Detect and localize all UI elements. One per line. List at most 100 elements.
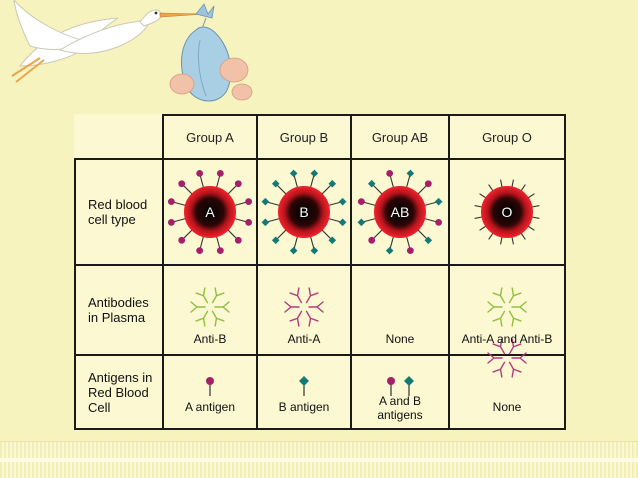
red-cell-body: [374, 186, 426, 238]
antigen-a-icon: [206, 377, 214, 396]
cell-group-o: O: [448, 158, 566, 266]
antigen-b-icon: [261, 218, 270, 227]
header-group-a: Group A: [162, 114, 258, 160]
antigen-b-icon: [338, 218, 347, 227]
corner-cell: [75, 115, 163, 159]
antibody-y: [289, 310, 303, 327]
red-cell-b: B: [261, 169, 347, 255]
antigen-cell-a: A antigen: [162, 354, 258, 430]
stork-icon: [11, 0, 253, 102]
antigen-a-icon: [196, 247, 204, 255]
antigen-a-icon: [196, 169, 204, 177]
red-cell-body: [481, 186, 533, 238]
antibody-caption-o: Anti-A and Anti-B: [461, 332, 553, 346]
red-cell-body: [184, 186, 236, 238]
antibody-icon: [190, 287, 230, 327]
antigen-stalk: [500, 236, 503, 245]
antigen-a-icon: [424, 180, 432, 188]
antigen-a-icon: [167, 218, 175, 226]
antigen-stalk: [488, 232, 494, 240]
antigen-a-icon: [406, 247, 414, 255]
row-label-antigens: Antigens in Red Blood Cell: [74, 354, 164, 430]
antigen-stalk: [479, 225, 487, 231]
antibody-y: [508, 338, 522, 355]
antigen-caption-ab: A and B antigens: [377, 394, 423, 422]
antigen-a-icon: [245, 198, 253, 206]
antigen-a-icon: [178, 236, 186, 244]
antibody-y: [508, 287, 522, 304]
antibody-caption-b: Anti-A: [287, 332, 321, 346]
antigen-cell-b: B antigen: [256, 354, 352, 430]
antigen-stalk: [520, 184, 526, 192]
antibody-icon: [284, 287, 324, 327]
header-group-ab: Group AB: [350, 114, 450, 160]
cell-type-label: B: [299, 204, 308, 220]
antigen-b-icon: [338, 197, 347, 206]
header-row: Group A Group B Group AB Group O: [75, 114, 566, 160]
antigen-b-icon: [310, 169, 319, 178]
antibody-cell-o: Anti-A and Anti-B: [448, 264, 566, 378]
bottom-border-stripe: [0, 458, 638, 462]
antibody-cell-a: Anti-B: [162, 264, 258, 356]
cell-type-label: A: [205, 204, 215, 220]
antigen-stalk: [520, 232, 526, 240]
antibody-y: [195, 310, 209, 327]
antibody-y: [214, 301, 230, 313]
antigen-b-icon: [424, 236, 433, 245]
antibody-icon: [487, 287, 527, 327]
antigen-stalk: [527, 193, 535, 199]
red-cell-body: [278, 186, 330, 238]
antigen-b-icon: [406, 169, 415, 178]
antibody-y: [211, 310, 225, 327]
cell-type-label: AB: [391, 204, 410, 220]
antigen-a-icon: [357, 198, 365, 206]
antibody-y: [492, 338, 506, 355]
cell-group-ab: AB: [350, 158, 450, 266]
antibody-y: [308, 301, 324, 313]
antigen-b-icon: [289, 246, 298, 255]
antigen-stalk: [527, 225, 535, 231]
antigens-row: Antigens in Red Blood Cell A antigen B a…: [74, 354, 566, 430]
antibody-cluster-purple: [258, 284, 350, 335]
antigen-a-icon: [167, 198, 175, 206]
antigen-a-icon: [234, 236, 242, 244]
red-cell-a: A: [167, 169, 253, 255]
antigen-cell-ab: A and B antigens: [350, 354, 450, 430]
antigen-cell-o: None: [448, 354, 566, 430]
antigen-stalk: [479, 193, 487, 199]
antigen-a-icon: [216, 169, 224, 177]
antibody-y: [305, 287, 319, 304]
antigen-b-icon: [357, 218, 366, 227]
antigen-stalk: [531, 205, 540, 208]
cell-group-b: B: [256, 158, 352, 266]
cell-type-label: O: [502, 204, 513, 220]
antigen-a-icon: [245, 218, 253, 226]
antibody-caption-ab: None: [385, 332, 415, 346]
antibody-y: [487, 301, 503, 313]
antibody-y: [492, 310, 506, 327]
antigen-a-icon: [216, 247, 224, 255]
stork-body: [11, 0, 206, 83]
antigen-a-icon: [368, 236, 376, 244]
row-label-antibodies: Antibodies in Plasma: [74, 264, 164, 356]
antibody-y: [508, 310, 522, 327]
antigen-b-icon: [328, 236, 337, 245]
blood-group-table: Group A Group B Group AB Group O Red blo…: [74, 114, 566, 430]
antibody-y: [211, 287, 225, 304]
antibody-y: [190, 301, 206, 313]
header-group-o: Group O: [448, 114, 566, 160]
antibody-cell-b: Anti-A: [256, 264, 352, 356]
antigen-caption-o: None: [492, 400, 522, 414]
antigen-stalk: [511, 236, 514, 245]
antigen-stalk: [531, 216, 540, 219]
antigen-stalk: [474, 216, 483, 219]
antigen-stalk: [500, 179, 503, 188]
antibodies-row: Antibodies in Plasma Anti-B Anti-A None …: [74, 264, 566, 378]
antigen-caption-a: A antigen: [184, 400, 236, 414]
antigen-b-icon: [299, 376, 309, 396]
antigen-stalk: [488, 184, 494, 192]
antigen-b-icon: [328, 179, 337, 188]
antibody-y: [195, 287, 209, 304]
antigen-b-icon: [385, 246, 394, 255]
red-cell-ab: AB: [357, 169, 443, 255]
